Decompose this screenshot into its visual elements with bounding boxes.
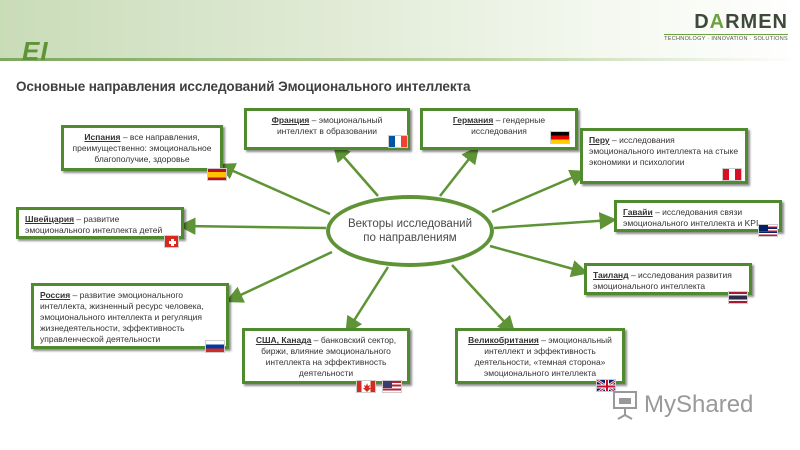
watermark-text: MyShared [644, 391, 754, 418]
flag-usa [382, 380, 402, 393]
country-uk: Великобритания [468, 335, 539, 345]
text-france: – эмоциональный интеллект в образовании [276, 115, 383, 136]
card-russia: Россия – развитие эмоционального интелле… [31, 283, 229, 349]
country-thailand: Таиланд [593, 270, 629, 280]
card-peru: Перу – исследования эмоционального интел… [580, 128, 748, 184]
flag-spain [207, 168, 227, 181]
brand-underline [664, 34, 788, 35]
ray-france [332, 144, 379, 197]
myshared-watermark: MyShared [612, 390, 753, 420]
ray-peru [491, 169, 588, 214]
flag-france [388, 135, 408, 148]
card-usa-canada: США, Канада – банковский сектор, биржи, … [242, 328, 410, 384]
header-band [0, 0, 800, 58]
brand-suffix: RMEN [725, 11, 788, 33]
text-russia: – развитие эмоционального интеллекта, жи… [40, 290, 204, 344]
ray-switzerland [178, 217, 327, 235]
flag-thailand [728, 291, 748, 304]
text-germany: – гендерные исследования [471, 115, 546, 136]
flag-russia [205, 340, 225, 353]
brand-prefix: D [694, 11, 710, 33]
header-divider [0, 58, 800, 61]
union-jack-icon [597, 380, 615, 391]
card-uk: Великобритания – эмоциональный интеллект… [455, 328, 625, 384]
country-peru: Перу [589, 135, 610, 145]
ray-germany [439, 146, 480, 197]
text-switzerland: – развитие эмоционального интеллекта дет… [25, 214, 163, 235]
presentation-icon [613, 391, 637, 420]
flag-germany [550, 131, 570, 144]
text-peru: – исследования эмоционального интеллекта… [589, 135, 739, 167]
text-usa-canada: – банковский сектор, биржи, влияние эмоц… [261, 335, 397, 378]
ray-russia [225, 250, 333, 303]
text-spain: – все направления, преимущественно: эмоц… [72, 132, 212, 164]
maple-leaf-icon [363, 383, 371, 392]
card-spain: Испания – все направления, преимуществен… [61, 125, 223, 171]
ray-hawaii [493, 212, 617, 230]
country-germany: Германия [452, 115, 494, 125]
center-hub: Векторы исследований по направлениям [326, 195, 494, 267]
card-switzerland: Швейцария – развитие эмоционального инте… [16, 207, 184, 239]
ray-thailand [489, 244, 589, 278]
country-hawaii: Гавайи [623, 207, 653, 217]
ray-spain [217, 163, 331, 216]
ray-usa-canada [345, 266, 390, 335]
country-spain: Испания [84, 132, 121, 142]
text-uk: – эмоциональный интеллект и эффективност… [474, 335, 612, 378]
swiss-cross-icon [169, 239, 176, 246]
flag-canada [356, 380, 376, 393]
brand-tagline: TECHNOLOGY · INNOVATION · SOLUTIONS [664, 36, 788, 42]
flag-switzerland [164, 235, 179, 248]
hawaii-canton [759, 225, 768, 231]
country-usa-canada: США, Канада [255, 335, 312, 345]
flag-uk [596, 379, 616, 392]
usa-canton [383, 381, 392, 388]
card-thailand: Таиланд – исследования развития эмоциона… [584, 263, 752, 295]
brand-name: DARMEN [664, 12, 788, 32]
text-thailand: – исследования развития эмоционального и… [593, 270, 732, 291]
ray-uk [451, 264, 516, 334]
text-hawaii: – исследования связи эмоционального инте… [623, 207, 759, 228]
darmen-logo: DARMEN TECHNOLOGY · INNOVATION · SOLUTIO… [664, 12, 788, 42]
country-switzerland: Швейцария [25, 214, 75, 224]
flag-hawaii [758, 224, 778, 237]
ei-logo: EI [22, 36, 49, 66]
flag-peru [722, 168, 742, 181]
card-france: Франция – эмоциональный интеллект в обра… [244, 108, 410, 150]
country-france: Франция [271, 115, 310, 125]
country-russia: Россия [40, 290, 71, 300]
page-title: Основные направления исследований Эмоцио… [16, 79, 471, 94]
brand-accent: A [709, 11, 726, 33]
card-hawaii: Гавайи – исследования связи эмоционально… [614, 200, 782, 232]
